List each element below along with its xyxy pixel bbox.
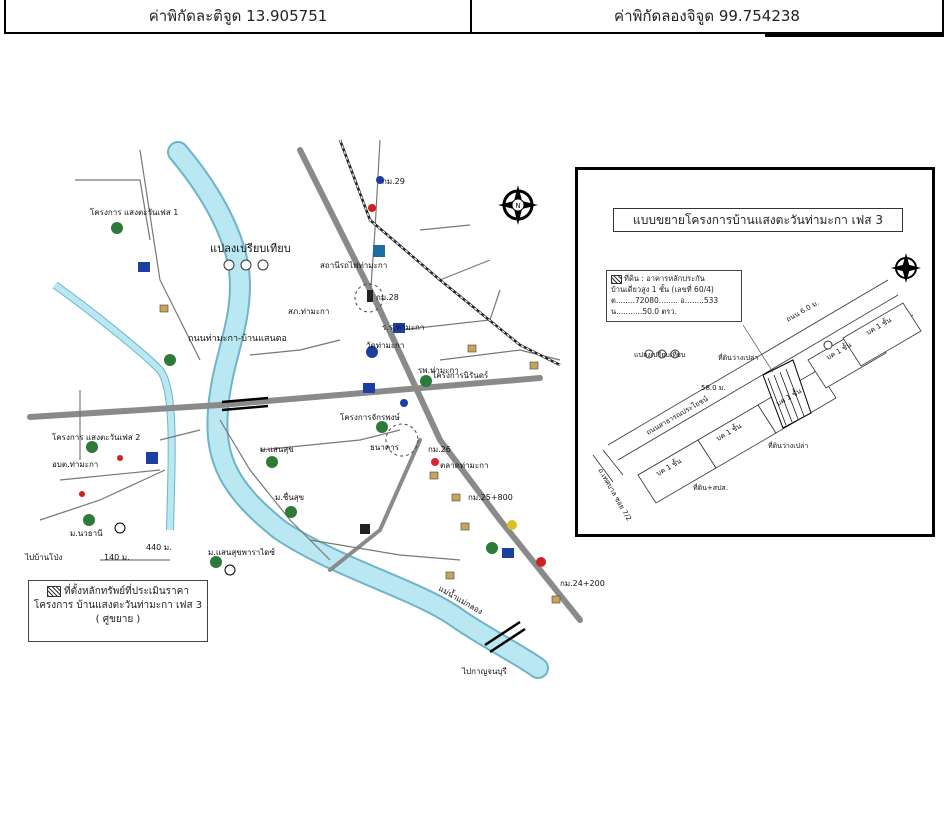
label-station: สถานีรถไฟท่ามะกา: [320, 261, 387, 270]
inset-info-line-3: ต........72080........ อ........533: [611, 296, 719, 305]
label-road-thamaka: ถนนท่ามะกา-บ้านแสนตอ: [188, 333, 287, 344]
main-roads: [27, 147, 583, 623]
legend-line-1: ที่ตั้งหลักทรัพย์ที่ประเมินราคา: [29, 585, 207, 599]
label-moo-ban-2: ม.ชื่นสุข: [275, 491, 304, 502]
north-arrow-icon: N: [498, 185, 538, 225]
location-circle: [385, 423, 419, 457]
label-school: ร.ร.ท่ามะกา: [382, 323, 424, 332]
label-plaeng-priap: แปลงเปรียบเทียบ: [210, 242, 291, 255]
header-underline: [765, 34, 944, 37]
inset-vacant-bottom: ที่ดินว่างเปล่า: [768, 441, 808, 450]
bridges: [221, 396, 526, 654]
label-km24: กม.24+200: [560, 579, 605, 588]
label-distance-440: 440 ม.: [146, 543, 172, 552]
label-to-bangkok: ไปบ้านโป่ง: [24, 552, 63, 562]
longitude-label: ค่าพิกัดลองจิจูด 99.754238: [614, 7, 800, 25]
inset-info-line-1: ที่ดิน : อาคารหลักประกัน: [611, 273, 737, 284]
inset-dist-top: 58.0 ม.: [701, 384, 726, 392]
inset-road-soi: ถนนสาธารณประโยชน์: [645, 394, 710, 437]
label-proj-thamaka: โครงการจักรพงษ์: [340, 412, 400, 422]
hatch-swatch-icon: [47, 585, 61, 597]
latitude-label: ค่าพิกัดละติจูด 13.905751: [148, 7, 328, 25]
building-icons: [138, 245, 514, 558]
label-km26: กม.26: [428, 445, 451, 454]
label-temple: วัดท่ามะกา: [366, 341, 404, 350]
inset-info-line-4: น...........50.0 ตรว.: [611, 307, 677, 316]
inset-road-left: ถ.เทศบาล ซอย 7/2: [596, 467, 633, 522]
label-moo-ban-3: ม.นวธานี: [70, 529, 103, 538]
longitude-box: ค่าพิกัดลองจิจูด 99.754238: [470, 0, 944, 34]
map-legend: ที่ตั้งหลักทรัพย์ที่ประเมินราคา โครงการ …: [28, 580, 208, 642]
inset-info-line-2: บ้านเดี่ยวสูง 1 ชั้น (เลขที่ 60/4): [611, 285, 714, 294]
label-moo-ban-4: ม.แสนสุขพาราไดซ์: [208, 547, 275, 557]
label-km29: กม.29: [382, 177, 405, 186]
house-icons: [159, 304, 561, 604]
comparison-markers: [223, 259, 269, 271]
label-office: อบต.ท่ามะกา: [52, 460, 98, 469]
point-icons: [79, 176, 546, 576]
railway: [338, 139, 561, 367]
label-moo-ban-1: ม.แสนสุข: [260, 445, 294, 454]
label-to-kanchanaburi: ไปกาญจนบุรี: [461, 667, 507, 676]
label-proj-nirun: โครงการนิรันดร์: [432, 370, 489, 380]
project-tree-icons: [83, 222, 498, 568]
inset-hatch-icon: [611, 274, 622, 284]
inset-vacant-top: ที่ดินว่างเปล่า: [718, 353, 758, 362]
label-km25: กม.25+800: [468, 493, 513, 502]
legend-line-3: ( ศูขยาย ): [95, 614, 141, 625]
label-market: ตลาดท่ามะกา: [440, 461, 488, 470]
label-distance-140: 140 ม.: [104, 553, 130, 562]
label-proj-phase1: โครงการ แสงตะวันเฟส 1: [90, 207, 178, 217]
legend-line-2: โครงการ บ้านแสงตะวันท่ามะกา เฟส 3: [33, 600, 203, 611]
label-bank: ธนาคาร: [370, 443, 400, 452]
inset-plot-svg: แปลงเปรียบเทียบ 58.0 ม. ถนน 6.0 ม. ที่ดิ…: [592, 253, 922, 522]
inset-info-box: ที่ดิน : อาคารหลักประกัน บ้านเดี่ยวสูง 1…: [606, 270, 742, 322]
inset-detail-map: แบบขยายโครงการบ้านแสงตะวันท่ามะกา เฟส 3: [575, 167, 935, 537]
inset-north-letter: N: [902, 266, 907, 273]
inset-comparison-label: แปลงเปรียบเทียบ: [634, 351, 685, 359]
latitude-box: ค่าพิกัดละติจูด 13.905751: [4, 0, 472, 34]
inset-title: แบบขยายโครงการบ้านแสงตะวันท่ามะกา เฟส 3: [613, 208, 903, 232]
svg-text:N: N: [515, 202, 520, 210]
label-police: สภ.ท่ามะกา: [288, 307, 329, 316]
label-km28: กม.28: [376, 293, 399, 302]
inset-other-land: ที่ดิน+สปส.: [693, 483, 728, 492]
label-hospital: รพ.ท่ามะกา: [418, 366, 459, 375]
location-circle: [354, 283, 384, 313]
inset-north-arrow-icon: [891, 253, 921, 283]
inset-dist-side: ถนน 6.0 ม.: [785, 299, 820, 324]
label-proj-phase2: โครงการ แสงตะวันเฟส 2: [52, 432, 140, 442]
